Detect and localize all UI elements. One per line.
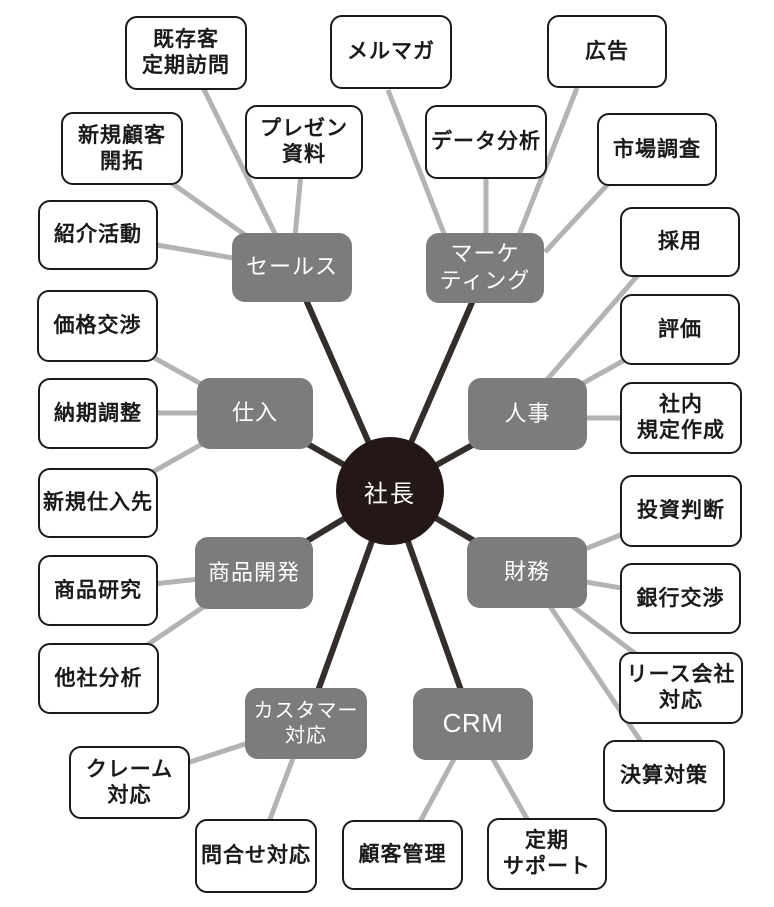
leaf-presentation-materials: プレゼン 資料 [245,105,363,179]
branch-marketing: マーケ ティング [426,233,544,303]
leaf-delivery-adjustment: 納期調整 [38,378,158,449]
leaf-new-customer-development: 新規顧客 開拓 [61,112,183,185]
leaf-existing-customer-visits: 既存客 定期訪問 [125,16,247,90]
connector-marketing-market-research [543,182,610,254]
leaf-evaluation: 評価 [620,294,740,365]
leaf-customer-management: 顧客管理 [342,820,463,890]
leaf-product-research: 商品研究 [38,555,158,626]
branch-crm: CRM [413,688,533,760]
branch-finance: 財務 [467,537,587,608]
leaf-bank-negotiation: 銀行交渉 [620,563,741,634]
leaf-investment-decisions: 投資判断 [620,475,742,547]
leaf-data-analysis: データ分析 [425,105,547,179]
branch-purchasing: 仕入 [197,378,313,449]
branch-product-development: 商品開発 [195,537,313,609]
leaf-settlement-measures: 決算対策 [603,740,725,812]
leaf-inquiry-handling: 問合せ対応 [195,819,317,893]
leaf-claim-handling: クレーム 対応 [69,746,190,819]
leaf-referral-activities: 紹介活動 [38,200,158,270]
leaf-competitor-analysis: 他社分析 [38,643,159,714]
leaf-advertising: 広告 [547,15,667,88]
leaf-internal-rules: 社内 規定作成 [620,382,742,454]
leaf-new-suppliers: 新規仕入先 [38,468,158,538]
leaf-periodic-support: 定期 サポート [487,818,607,890]
leaf-price-negotiation: 価格交渉 [37,290,158,362]
branch-hr: 人事 [468,378,587,450]
leaf-recruiting: 採用 [620,207,740,277]
leaf-lease-company: リース会社 対応 [619,652,743,724]
leaf-market-research: 市場調査 [597,113,717,186]
connector-hr-recruiting [543,273,640,384]
branch-customer-support: カスタマー 対応 [245,688,367,759]
connector-marketing-mailmag [385,89,448,237]
connector-marketing-advertising [514,87,580,241]
branch-sales: セールス [232,233,352,302]
center-node-president: 社長 [336,437,444,545]
leaf-mail-magazine: メルマガ [330,15,452,89]
